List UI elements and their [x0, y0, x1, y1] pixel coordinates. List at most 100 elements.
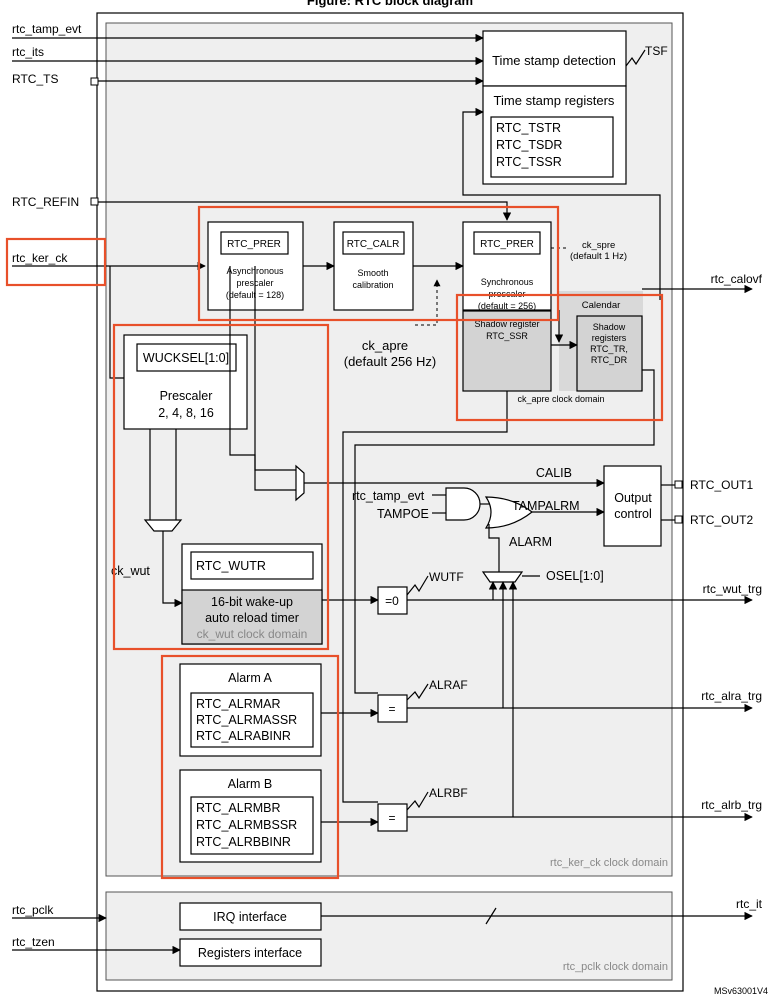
- wucksel-label: WUCKSEL[1:0]: [143, 351, 229, 365]
- reg-alrmbssr: RTC_ALRMBSSR: [196, 818, 297, 832]
- sig-pclk: rtc_pclk: [12, 903, 54, 917]
- reg-alrmbr: RTC_ALRMBR: [196, 801, 281, 815]
- reference-code: MSv63001V4: [714, 986, 768, 996]
- alarm-b-regs: [190, 796, 314, 855]
- and-gate: [445, 487, 481, 521]
- highlight-alarms: [160, 654, 340, 880]
- alarm-a-compare: [377, 694, 408, 723]
- sig-its: rtc_its: [12, 45, 44, 59]
- wakeup-timer-2: auto reload timer: [205, 611, 299, 625]
- figure-title: Figure: RTC block diagram: [307, 0, 473, 8]
- pin-out2: [674, 515, 683, 524]
- alarm-a-regs: [190, 692, 314, 748]
- timestamp-detection-label: Time stamp detection: [492, 53, 616, 68]
- shadow-regs-3: RTC_TR,: [590, 344, 628, 354]
- registers-interface-label: Registers interface: [198, 946, 302, 960]
- pclk-domain-label: rtc_pclk clock domain: [563, 961, 668, 973]
- reg-tssr: RTC_TSSR: [496, 155, 562, 169]
- tampoe-label: TAMPOE: [377, 507, 429, 521]
- reg-tsdr: RTC_TSDR: [496, 138, 562, 152]
- irq-interface-box: [179, 902, 322, 931]
- out-tamp-evt: rtc_tamp_evt: [352, 489, 425, 503]
- ker-ck-domain-label: rtc_ker_ck clock domain: [550, 857, 668, 869]
- osel-mux: [481, 571, 524, 583]
- wut-compare-box: [377, 586, 408, 615]
- alarm-b-compare-label: =: [388, 811, 395, 825]
- reg-alrabinr: RTC_ALRABINR: [196, 729, 291, 743]
- ck-wut-label: ck_wut: [111, 564, 150, 578]
- alarm-a-compare-label: =: [388, 702, 395, 716]
- output-control-box: [603, 465, 662, 547]
- wutr-reg: [190, 551, 314, 580]
- sig-refin: RTC_REFIN: [12, 195, 79, 209]
- sig-alrb-trg: rtc_alrb_trg: [701, 798, 762, 812]
- reg-alrbbinr: RTC_ALRBBINR: [196, 835, 291, 849]
- shadow-regs-4: RTC_DR: [591, 355, 628, 365]
- reg-alrmar: RTC_ALRMAR: [196, 697, 281, 711]
- shadow-ssr-2: RTC_SSR: [486, 331, 528, 341]
- ck-spre-label: ck_spre: [582, 240, 615, 251]
- highlight-prescalers: [197, 205, 560, 322]
- sync-prer-reg: [473, 231, 541, 255]
- wakeup-prescaler-1: Prescaler: [160, 389, 213, 403]
- reg-alrmassr: RTC_ALRMASSR: [196, 713, 297, 727]
- alarm-label: ALARM: [509, 535, 552, 549]
- pin-rtc-ts: [90, 77, 99, 86]
- ck-spre-default: (default 1 Hz): [570, 251, 627, 262]
- ck-apre-default: (default 256 Hz): [344, 354, 437, 369]
- reg-tstr: RTC_TSTR: [496, 121, 561, 135]
- alrbf-flag: ALRBF: [429, 786, 468, 800]
- calr-label-1: Smooth: [357, 268, 388, 278]
- async-prer-reg: [220, 231, 289, 255]
- calendar-title: Calendar: [582, 300, 621, 311]
- shadow-regs-2: registers: [592, 333, 627, 343]
- shadow-ssr-1: Shadow register: [474, 319, 539, 329]
- calr-label-2: calibration: [352, 280, 393, 290]
- output-control-1: Output: [614, 491, 652, 505]
- pin-refin: [90, 197, 99, 206]
- sig-calovf: rtc_calovf: [711, 272, 763, 286]
- calib-mux: [295, 464, 305, 502]
- ck-wut-mux: [143, 519, 183, 532]
- wut-compare-label: =0: [385, 594, 399, 608]
- sig-out1: RTC_OUT1: [690, 478, 753, 492]
- sync-label-1: Synchronous: [481, 277, 534, 287]
- shadow-regs-1: Shadow: [593, 322, 626, 332]
- calr-label: RTC_CALR: [347, 239, 400, 250]
- registers-interface-box: [179, 938, 322, 967]
- wucksel-reg: [136, 343, 237, 372]
- ck-apre-domain-label: ck_apre clock domain: [517, 394, 604, 404]
- sig-wut-trg: rtc_wut_trg: [703, 582, 762, 596]
- timestamp-registers-title: Time stamp registers: [494, 93, 615, 108]
- alarm-a-title: Alarm A: [228, 671, 272, 685]
- pin-out1: [674, 480, 683, 489]
- shadow-ssr-box: [462, 310, 552, 392]
- ck-apre-label: ck_apre: [362, 338, 408, 353]
- shadow-registers-box: [576, 315, 643, 392]
- wutf-flag: WUTF: [429, 570, 464, 584]
- sig-ker-ck: rtc_ker_ck: [12, 251, 68, 265]
- highlight-ker-ck: [5, 237, 107, 287]
- calib-label: CALIB: [536, 466, 572, 480]
- sig-tamp-evt: rtc_tamp_evt: [12, 22, 82, 36]
- async-prer-label: RTC_PRER: [227, 239, 281, 250]
- sig-alra-trg: rtc_alra_trg: [701, 689, 762, 703]
- alraf-flag: ALRAF: [429, 678, 468, 692]
- tsf-flag: TSF: [645, 44, 668, 58]
- wakeup-timer-1: 16-bit wake-up: [211, 595, 293, 609]
- sig-it: rtc_it: [736, 897, 763, 911]
- or-gate: [484, 496, 533, 529]
- wakeup-prescaler-2: 2, 4, 8, 16: [158, 406, 214, 420]
- sig-tzen: rtc_tzen: [12, 935, 55, 949]
- sync-prer-label: RTC_PRER: [480, 239, 534, 250]
- timestamp-detection-box: [482, 30, 627, 87]
- wutr-label: RTC_WUTR: [196, 559, 266, 573]
- ck-wut-domain-label: ck_wut clock domain: [197, 627, 308, 641]
- osel-label: OSEL[1:0]: [546, 569, 604, 583]
- sig-out2: RTC_OUT2: [690, 513, 753, 527]
- highlight-wakeup: [112, 323, 330, 651]
- wakeup-timer-inner: [181, 589, 323, 645]
- highlight-calendar: [455, 293, 664, 422]
- alarm-b-title: Alarm B: [228, 777, 272, 791]
